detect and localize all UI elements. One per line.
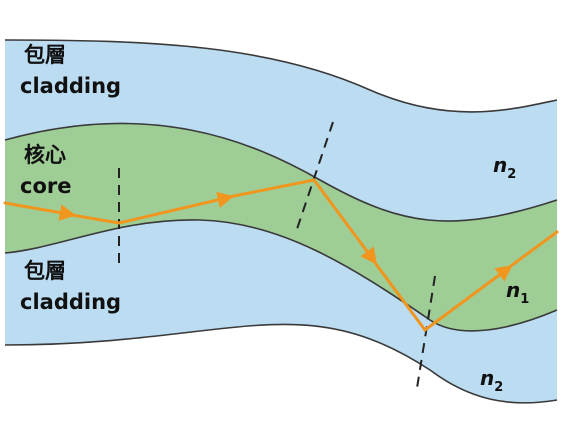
- refractive-index-n2-top: n2: [493, 153, 516, 182]
- outer-boundary-bottom: [4, 323, 558, 404]
- ray-segment-3b: [368, 254, 427, 332]
- cladding-top-label-en: cladding: [20, 74, 121, 98]
- cladding-top-label-zh: 包層: [24, 43, 66, 67]
- core-label-zh: 核心: [24, 143, 66, 167]
- ray-segment-4b: [502, 230, 559, 273]
- ray-segment-1b: [64, 212, 121, 225]
- ray-segment-1: [3, 201, 77, 221]
- normal-line-3: [416, 275, 436, 389]
- core-label-en: core: [20, 174, 71, 198]
- cladding-bottom-label-zh: 包層: [24, 259, 66, 283]
- core-boundary-bottom: [4, 219, 558, 332]
- ray-segment-2: [117, 191, 235, 225]
- refractive-index-n1: n1: [506, 278, 529, 307]
- refractive-index-n2-bottom: n2: [480, 366, 503, 395]
- ray-segment-4: [423, 265, 513, 332]
- outer-boundary-top: [4, 39, 558, 113]
- light-ray: [3, 178, 559, 332]
- ray-segment-2b: [222, 178, 316, 200]
- core-band: [5, 123, 557, 331]
- cladding-bottom-label-en: cladding: [20, 290, 121, 314]
- normal-line-2: [295, 121, 334, 233]
- ray-segment-3: [312, 178, 377, 265]
